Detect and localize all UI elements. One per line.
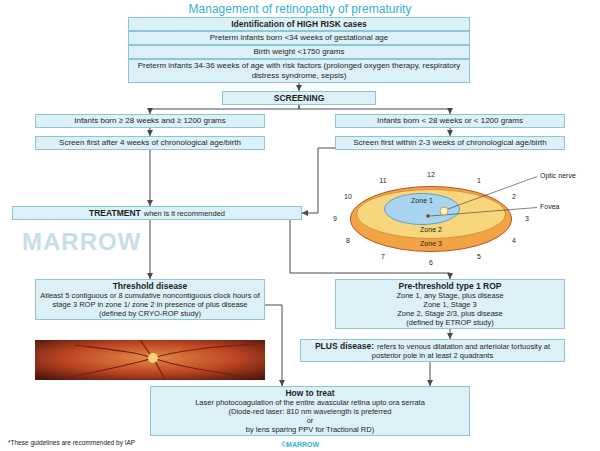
- fovea-spot: [426, 214, 430, 218]
- zone-label: Zone 3: [350, 240, 512, 248]
- optic-nerve-spot: [440, 207, 448, 215]
- connector-arrow: [299, 105, 450, 114]
- flow-box: Identification of HIGH RISK cases: [128, 17, 470, 31]
- retinal-vessels: [65, 340, 260, 380]
- box-text: Zone 2, Stage 2/3, plus disease: [340, 309, 560, 318]
- leader-lines: [430, 177, 537, 217]
- callout-label: Optic nerve: [540, 172, 576, 180]
- footnote: *These guidelines are recommended by IAP: [8, 439, 135, 447]
- zone-label: Zone 2: [356, 226, 506, 234]
- box-text: refers to venous dilatation and arteriol…: [372, 342, 550, 360]
- flow-box: Preterm infants born <34 weeks of gestat…: [128, 31, 470, 45]
- box-text: by lens sparing PPV for Tractional RD): [155, 425, 465, 434]
- clock-number: 9: [333, 215, 337, 223]
- flow-box: Birth weight <1750 grams: [128, 45, 470, 59]
- box-text: Infants born ≥ 28 weeks and ≥ 1200 grams: [40, 116, 260, 126]
- connector-arrow: [450, 128, 451, 136]
- connector-arrow: [150, 150, 151, 206]
- clock-number: 12: [427, 171, 435, 179]
- box-text: when is it recommended: [144, 209, 225, 218]
- zone-fill: [351, 187, 512, 252]
- flow-box: Preterm infants 34-36 weeks of age with …: [128, 59, 470, 83]
- connector-arrow: [299, 83, 300, 91]
- zone-fill: [357, 190, 506, 239]
- box-heading: Identification of HIGH RISK cases: [133, 19, 465, 29]
- box-heading: How to treat: [155, 388, 465, 398]
- zone-ellipse: Zone 3Zone 2 Zone 1: [350, 186, 512, 252]
- flow-box: Threshold diseaseAtleast 5 contiguous or…: [35, 279, 265, 320]
- box-text: (defined by ETROP study): [340, 318, 560, 327]
- optic-disc: [148, 353, 158, 363]
- box-text: Atleast 5 contiguous or 8 cumulative non…: [40, 291, 260, 309]
- connector-arrow: [430, 362, 431, 386]
- box-text: (Diode-red laser: 810 nm wavelength is p…: [155, 407, 465, 416]
- box-text: Preterm infants born <34 weeks of gestat…: [133, 33, 465, 43]
- box-text: Laser photocoagulation of the entire ava…: [155, 398, 465, 407]
- box-text: Screen first within 2-3 weeks of chronol…: [340, 138, 560, 148]
- clock-number: 1: [477, 177, 481, 185]
- watermark: MARROW: [22, 228, 141, 256]
- box-text: Zone 1, any Stage, plus disease: [340, 291, 560, 300]
- connector-arrow: [265, 305, 282, 386]
- clock-number: 3: [525, 215, 529, 223]
- retina-background: [35, 340, 265, 380]
- flow-box: How to treatLaser photocoagulation of th…: [150, 386, 470, 436]
- clock-number: 2: [512, 193, 516, 201]
- clock-number: 7: [381, 253, 385, 261]
- flow-box: Pre-threshold type 1 ROPZone 1, any Stag…: [335, 279, 565, 329]
- box-text: (defined by CRYO-ROP study): [40, 309, 260, 318]
- flow-box: TREATMENTwhen is it recommended: [12, 206, 302, 220]
- callout-label: Fovea: [540, 203, 559, 211]
- connector-arrow: [450, 329, 451, 339]
- box-text: Infants born < 28 weeks or < 1200 grams: [340, 116, 560, 126]
- box-heading: Pre-threshold type 1 ROP: [340, 281, 560, 291]
- zone-label: Zone 1: [384, 197, 460, 205]
- flow-box: PLUS disease:refers to venous dilatation…: [300, 339, 565, 362]
- connector-arrow: [150, 128, 151, 136]
- flow-box: Screen first within 2-3 weeks of chronol…: [335, 136, 565, 150]
- box-text: Screen first after 4 weeks of chronologi…: [40, 138, 260, 148]
- copyright: ©MARROW: [281, 441, 319, 449]
- box-text: or: [155, 416, 465, 425]
- fundus-photo: [35, 340, 265, 380]
- zone-ellipse: Zone 1: [384, 193, 460, 225]
- clock-number: 11: [379, 177, 386, 185]
- flow-box: Screen first after 4 weeks of chronologi…: [35, 136, 265, 150]
- box-text: Zone 1, Stage 3: [340, 300, 560, 309]
- clock-number: 4: [512, 237, 516, 245]
- diagram-title: Management of retinopathy of prematurity: [0, 2, 600, 16]
- zone-ellipse: Zone 2 Zone 1: [356, 189, 506, 239]
- clock-number: 8: [346, 237, 350, 245]
- box-text: Preterm infants 34-36 weeks of age with …: [133, 61, 465, 81]
- box-heading: SCREENING: [227, 93, 371, 103]
- box-heading: TREATMENT: [89, 208, 141, 218]
- box-heading: PLUS disease:: [315, 341, 374, 351]
- clock-number: 6: [429, 259, 433, 267]
- clock-number: 5: [477, 253, 481, 261]
- connector-arrow: [150, 220, 151, 279]
- flow-box: SCREENING: [222, 91, 376, 105]
- box-text: Birth weight <1750 grams: [133, 47, 465, 57]
- box-heading: Threshold disease: [40, 281, 260, 291]
- flow-box: Infants born ≥ 28 weeks and ≥ 1200 grams: [35, 114, 265, 128]
- flow-box: Infants born < 28 weeks or < 1200 grams: [335, 114, 565, 128]
- clock-number: 10: [344, 193, 352, 201]
- connector-arrow: [302, 148, 335, 213]
- connector-arrow: [150, 105, 299, 114]
